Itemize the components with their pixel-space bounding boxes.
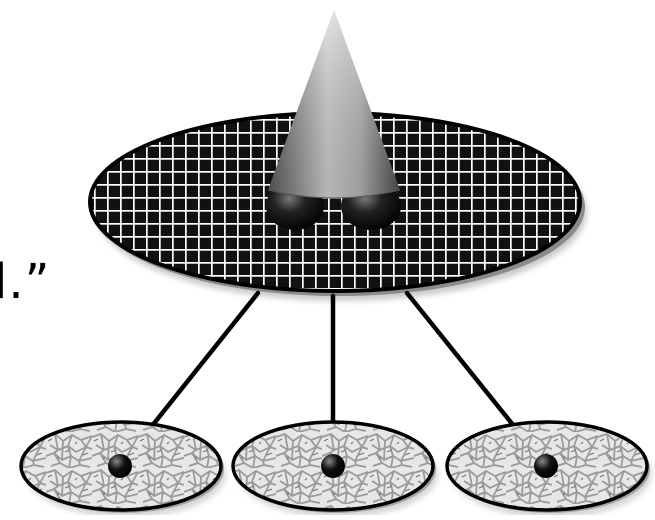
bottom-node-3-dot: [534, 454, 558, 478]
bottom-node-2: [233, 422, 436, 513]
bottom-node-1-dot: [108, 454, 132, 478]
bottom-node-1: [21, 422, 224, 513]
edge-text: l.”: [0, 258, 50, 306]
bottom-node-3: [447, 422, 650, 513]
bottom-node-2-dot: [321, 454, 345, 478]
cone-icon: [268, 10, 400, 198]
top-node: [90, 10, 585, 296]
